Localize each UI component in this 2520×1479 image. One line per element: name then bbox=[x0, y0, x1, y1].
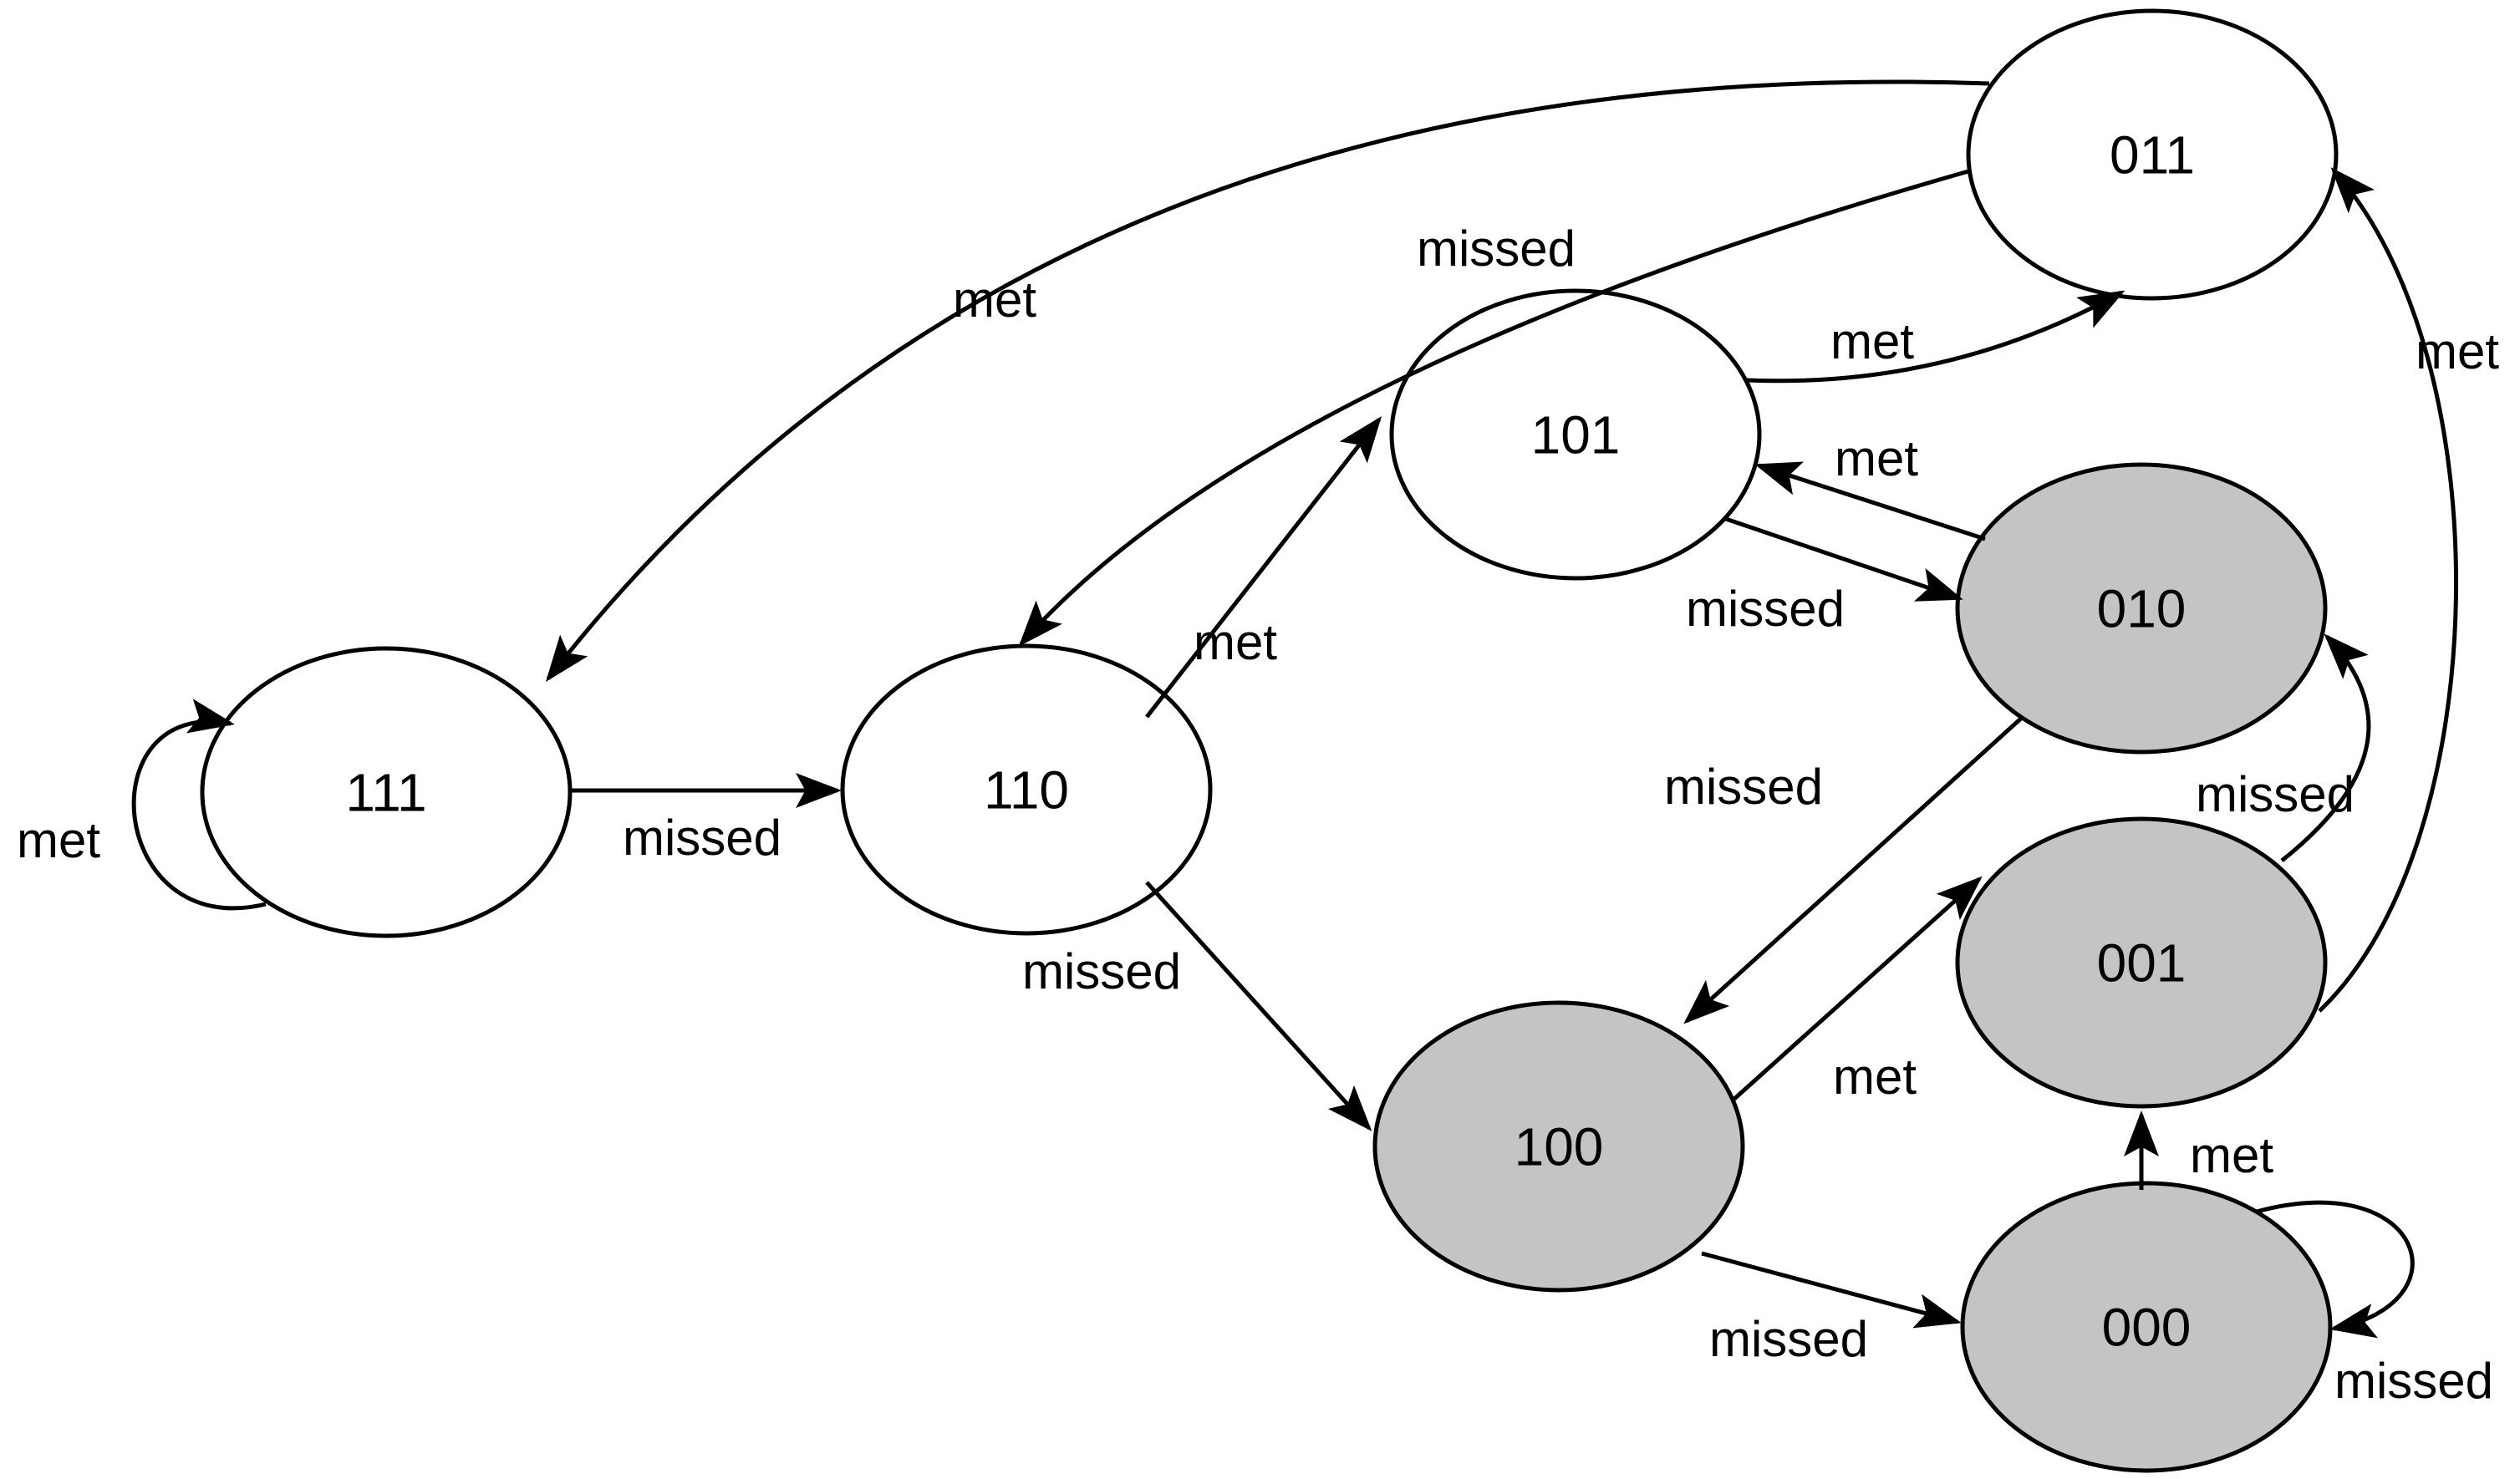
state-010-label: 010 bbox=[2097, 578, 2187, 638]
edge-110-100-label: missed bbox=[1022, 943, 1181, 999]
edge-000-000-label: missed bbox=[2334, 1353, 2493, 1409]
edge-100-001 bbox=[1732, 876, 1983, 1101]
edge-011-110-label: missed bbox=[1417, 221, 1576, 277]
state-101-label: 101 bbox=[1531, 404, 1621, 465]
edge-101-011 bbox=[1746, 290, 2125, 384]
edge-011-110 bbox=[1018, 169, 1969, 647]
edge-100-001-label: met bbox=[1833, 1049, 1917, 1105]
edge-001-010 bbox=[2280, 633, 2371, 862]
states-layer: 111 110 101 011 010 001 100 000 bbox=[200, 8, 2339, 1473]
state-011-label: 011 bbox=[2110, 125, 2195, 185]
edge-101-010-label: missed bbox=[1686, 581, 1845, 637]
edge-111-110-label: missed bbox=[623, 810, 781, 866]
edge-010-101 bbox=[1754, 461, 1986, 541]
edge-101-011-label: met bbox=[1830, 313, 1914, 369]
edge-000-001-label: met bbox=[2190, 1127, 2273, 1183]
state-111-label: 111 bbox=[345, 762, 426, 822]
edge-111-111-label: met bbox=[17, 812, 100, 868]
state-001-label: 001 bbox=[2097, 933, 2187, 993]
edges-layer: met missed met missed met missed met missed met m… bbox=[17, 79, 2499, 1409]
edge-011-111 bbox=[545, 79, 1990, 682]
state-111 bbox=[200, 646, 573, 938]
edge-101-010 bbox=[1723, 516, 1963, 602]
edge-100-000 bbox=[1701, 1251, 1962, 1329]
state-000-label: 000 bbox=[2102, 1297, 2192, 1357]
state-001 bbox=[1955, 816, 2328, 1109]
edge-110-101-label: met bbox=[1194, 614, 1277, 670]
state-011 bbox=[1966, 8, 2339, 301]
edge-010-100 bbox=[1683, 715, 2024, 1024]
edge-111-111 bbox=[131, 699, 267, 911]
edge-100-000-label: missed bbox=[1709, 1311, 1868, 1367]
edge-110-100 bbox=[1145, 881, 1372, 1131]
state-110-label: 110 bbox=[984, 760, 1069, 820]
edge-001-010-label: missed bbox=[2196, 766, 2355, 822]
state-010 bbox=[1955, 462, 2328, 755]
edge-010-101-label: met bbox=[1835, 430, 1918, 486]
edge-001-011-label: met bbox=[2416, 323, 2499, 379]
state-100 bbox=[1372, 1000, 1745, 1293]
edge-010-100-label: missed bbox=[1664, 759, 1823, 815]
state-101 bbox=[1389, 288, 1762, 581]
state-100-label: 100 bbox=[1515, 1116, 1604, 1177]
edge-011-111-label: met bbox=[953, 272, 1036, 328]
edge-110-101 bbox=[1145, 416, 1382, 719]
edge-000-000 bbox=[2256, 1200, 2415, 1339]
edge-001-011 bbox=[2318, 167, 2459, 1013]
